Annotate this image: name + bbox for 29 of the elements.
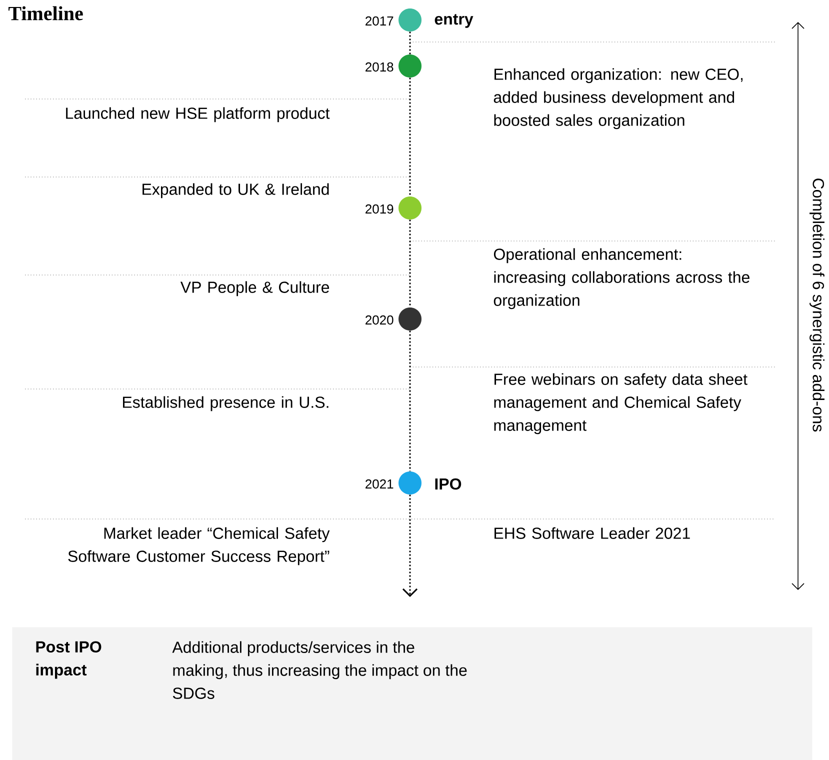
timeline-line bbox=[409, 32, 411, 54]
milestone-label: IPO bbox=[435, 478, 462, 490]
title: Timeline bbox=[8, 6, 83, 20]
timeline-line bbox=[409, 330, 411, 472]
info-panel: Post IPO impact Additional products/services in the making, thus increasing the impact on the SDGs bbox=[12, 627, 812, 760]
event-text: Operational enhancement: increasing collaborations across the organization bbox=[494, 248, 750, 310]
timeline-dot bbox=[398, 196, 422, 220]
event-text: Launched new HSE platform product bbox=[66, 107, 330, 122]
timeline-dot bbox=[398, 8, 422, 32]
event-text: VP People & Culture bbox=[180, 281, 330, 296]
event-text: Established presence in U.S. bbox=[123, 396, 328, 412]
year-label: 2020 bbox=[366, 315, 394, 325]
timeline-dot bbox=[398, 308, 422, 330]
timeline-dot bbox=[398, 472, 422, 494]
event-text: Market leader “Chemical Safety Software Customer Success Report” bbox=[68, 527, 330, 566]
year-label: 2019 bbox=[366, 204, 394, 214]
year-label: 2021 bbox=[366, 479, 394, 489]
timeline-dot bbox=[398, 54, 422, 78]
timeline-line bbox=[409, 78, 411, 196]
milestone-label: entry bbox=[434, 14, 474, 28]
event-text: EHS Software Leader 2021 bbox=[494, 527, 690, 539]
year-label: 2017 bbox=[366, 16, 394, 26]
timeline-line bbox=[402, 494, 418, 597]
event-text: Free webinars on safety data sheet management and Chemical Safety management bbox=[494, 373, 748, 434]
timeline-line bbox=[409, 220, 411, 308]
year-label: 2018 bbox=[366, 62, 394, 72]
event-text: Expanded to UK & Ireland bbox=[142, 183, 329, 198]
event-text: Enhanced organization: new CEO, added business development and boosted sales organization bbox=[494, 68, 743, 130]
side-label: Completion of 6 synergistic add-ons bbox=[810, 178, 824, 432]
